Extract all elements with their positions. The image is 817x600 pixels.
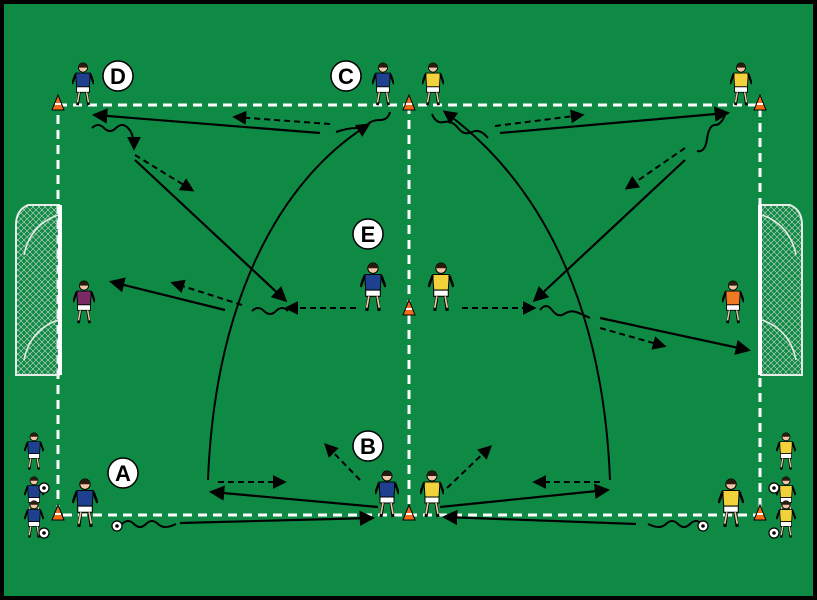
run-arrow — [442, 110, 611, 481]
ball-icon — [768, 482, 780, 494]
cone-icon — [402, 93, 416, 111]
label-a: A — [107, 457, 139, 489]
cone-icon — [753, 503, 767, 521]
label-b: B — [352, 430, 384, 462]
dribble-line — [335, 111, 391, 133]
ball-icon — [38, 527, 50, 539]
run-arrow — [232, 110, 331, 125]
label-c: C — [330, 60, 362, 92]
run-arrow — [624, 147, 686, 190]
dribble-line — [539, 305, 591, 319]
cone-icon — [753, 93, 767, 111]
ball-icon — [697, 520, 709, 532]
run-arrow — [207, 123, 371, 481]
pass-arrows — [91, 106, 752, 527]
label-d-text: D — [110, 64, 126, 89]
dribble-line — [647, 520, 703, 528]
cones — [51, 93, 767, 521]
cone-icon — [51, 93, 65, 111]
position-labels: D C E B A — [102, 60, 384, 489]
pass-arrow — [208, 485, 379, 509]
run-arrow — [324, 442, 361, 481]
dribble-line — [121, 520, 177, 528]
cone-icon — [402, 298, 416, 316]
pass-arrow — [599, 316, 752, 355]
cone-icon — [402, 503, 416, 521]
pass-arrow — [439, 483, 611, 509]
pass-arrow — [179, 510, 376, 527]
label-a-text: A — [115, 461, 131, 486]
label-c-text: C — [338, 64, 354, 89]
pass-arrow — [91, 108, 321, 135]
balls — [38, 482, 780, 539]
goal-icon — [15, 204, 62, 376]
label-e: E — [352, 218, 384, 250]
run-arrow — [599, 327, 667, 350]
ball-icon — [38, 482, 50, 494]
dribble-line — [431, 113, 489, 139]
pass-arrow — [532, 159, 686, 303]
label-e-text: E — [361, 222, 376, 247]
dribble-line — [91, 124, 141, 151]
pass-arrow — [109, 277, 226, 312]
label-d: D — [102, 60, 134, 92]
ball-icon — [111, 520, 123, 532]
run-arrows — [134, 109, 686, 489]
run-arrow — [494, 109, 585, 127]
dribble-line — [696, 114, 726, 153]
dribble-lines — [91, 111, 726, 528]
ball-icon — [768, 527, 780, 539]
cone-icon — [51, 503, 65, 521]
pass-arrow — [134, 159, 288, 303]
pass-arrow — [441, 509, 637, 526]
dribble-line — [251, 307, 289, 315]
run-arrow — [134, 154, 195, 192]
run-arrow — [170, 279, 243, 306]
curved-runs — [207, 110, 611, 481]
label-b-text: B — [360, 434, 376, 459]
pass-arrow — [499, 106, 731, 135]
goal-icon — [758, 204, 803, 376]
